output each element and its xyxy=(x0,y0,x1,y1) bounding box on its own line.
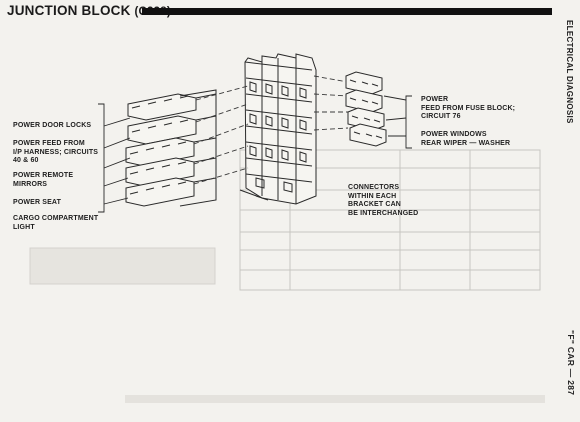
label-power-feed-ip: POWER FEED FROM I/P HARNESS; CIRCUITS 40… xyxy=(13,140,99,165)
left-connector-stack xyxy=(125,89,217,207)
label-cargo-light: CARGO COMPARTMENT LIGHT xyxy=(13,215,99,231)
page-reference: "F" CAR — 287 xyxy=(566,330,576,396)
label-power-door-locks: POWER DOOR LOCKS xyxy=(13,122,92,129)
bleed-through-table xyxy=(29,149,545,403)
label-power-feed-fuse: POWER FEED FROM FUSE BLOCK; CIRCUIT 76 xyxy=(421,96,516,121)
right-leader-lines xyxy=(383,95,412,149)
label-power-seat: POWER SEAT xyxy=(13,199,62,206)
label-connectors-note: CONNECTORS WITHIN EACH BRACKET CAN BE IN… xyxy=(348,184,419,217)
engagement-dashes xyxy=(193,75,349,185)
junction-block xyxy=(239,53,317,205)
label-power-windows: POWER WINDOWS REAR WIPER — WASHER xyxy=(421,131,511,147)
section-label: ELECTRICAL DIAGNOSIS xyxy=(565,20,574,124)
left-leader-lines xyxy=(98,103,131,213)
title-rule xyxy=(142,8,552,15)
label-power-remote-mirrors: POWER REMOTE MIRRORS xyxy=(13,172,74,188)
right-connector-stack xyxy=(345,71,387,147)
